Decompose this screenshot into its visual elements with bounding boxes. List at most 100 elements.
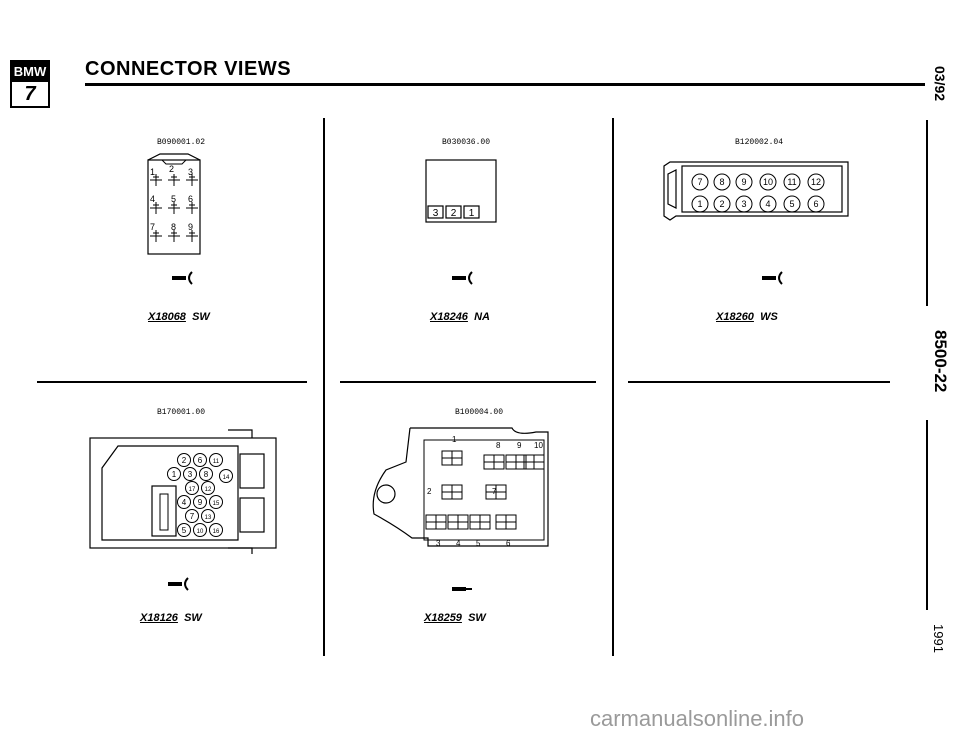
pin-label: 7 xyxy=(492,487,497,496)
pin-label: 11 xyxy=(213,459,220,465)
bmw-logo-text: BMW xyxy=(12,62,48,82)
terminal-shape xyxy=(524,455,544,469)
pin-label: 15 xyxy=(213,501,220,507)
connector-id: X18259 xyxy=(424,612,462,624)
pin-circle xyxy=(735,173,753,191)
pin-circle xyxy=(193,453,207,467)
pin-label: 6 xyxy=(813,199,818,209)
wire-color: SW xyxy=(184,612,202,624)
pin-label: 6 xyxy=(506,539,511,548)
pin-circle xyxy=(185,509,199,523)
terminal-shape xyxy=(484,455,504,469)
page-number: 8500-22 xyxy=(931,330,950,393)
pin-circle xyxy=(167,467,181,481)
terminal-shape xyxy=(486,485,506,499)
pin-circle xyxy=(759,173,777,191)
connector-code: B170001.00 xyxy=(157,408,206,417)
pin-label: 11 xyxy=(787,177,796,187)
pin-circle xyxy=(783,195,801,213)
plug-symbol-icon xyxy=(452,271,473,285)
pin-label: 12 xyxy=(205,487,212,493)
pin-label: 1 xyxy=(172,470,177,479)
terminal-shape xyxy=(496,515,516,529)
pin-label: 4 xyxy=(182,498,187,507)
connector-label: X18068 SW xyxy=(148,311,210,323)
pin-circle xyxy=(201,509,215,523)
connector-diagram-x18068: 1 2 3 4 5 6 7 8 9 xyxy=(147,153,201,255)
pin-circle xyxy=(209,523,223,537)
pin-label: 1 xyxy=(469,208,475,219)
pin-label: 6 xyxy=(198,456,203,465)
margin-rule xyxy=(926,420,928,610)
bmw-logo: BMW 7 xyxy=(10,60,50,108)
pin-circle xyxy=(193,495,207,509)
pin-label: 10 xyxy=(763,177,773,187)
wire-color: SW xyxy=(192,311,210,323)
connector-label: X18246 NA xyxy=(430,311,490,323)
pin-label: 10 xyxy=(534,441,543,450)
pin-label: 8 xyxy=(204,470,209,479)
plug-symbol-icon xyxy=(168,577,189,591)
pin-label: 5 xyxy=(182,526,187,535)
pin-circle xyxy=(199,467,213,481)
connector-diagram-x18246: 3 2 1 xyxy=(425,159,497,223)
watermark: carmanualsonline.info xyxy=(590,706,805,731)
pin-label: 9 xyxy=(198,498,203,507)
pin-label: 1 xyxy=(452,435,457,444)
pin-label: 3 xyxy=(188,470,193,479)
row-divider-1 xyxy=(37,381,307,383)
pin-circle xyxy=(783,173,801,191)
terminal-shape xyxy=(150,174,162,186)
pin-circle xyxy=(735,195,753,213)
row-divider-3 xyxy=(628,381,890,383)
pin-circle xyxy=(177,453,191,467)
terminal-shape xyxy=(186,174,198,186)
pin-label: 14 xyxy=(223,475,230,481)
pin-circle xyxy=(193,523,207,537)
pin-label: 7 xyxy=(190,512,195,521)
pin-label: 8 xyxy=(496,441,501,450)
wire-color: NA xyxy=(474,311,490,323)
terminal-shape xyxy=(168,230,180,242)
pin-label: 3 xyxy=(188,167,193,177)
pin-label: 8 xyxy=(171,222,176,232)
terminal-shape xyxy=(186,230,198,242)
pin-label: 9 xyxy=(517,441,522,450)
wire-color: WS xyxy=(760,311,778,323)
pin-label: 5 xyxy=(171,194,176,204)
pin-label: 3 xyxy=(433,208,439,219)
terminal-shape xyxy=(442,451,462,465)
pin-circle xyxy=(713,195,731,213)
pin-circle xyxy=(807,173,825,191)
terminal-shape xyxy=(426,515,446,529)
connector-label: X18126 SW xyxy=(140,612,202,624)
pin-label: 13 xyxy=(205,515,212,521)
title-rule xyxy=(85,83,925,86)
pin-label: 16 xyxy=(213,529,220,535)
row-divider-2 xyxy=(340,381,596,383)
connector-id: X18260 xyxy=(716,311,754,323)
pin-label: 9 xyxy=(188,222,193,232)
connector-label: X18259 SW xyxy=(424,612,486,624)
pin-label: 7 xyxy=(697,177,702,187)
pin-label: 8 xyxy=(719,177,724,187)
pin-circle xyxy=(201,481,215,495)
plug-symbol-icon xyxy=(172,271,193,285)
pin-circle xyxy=(185,481,199,495)
pin-circle xyxy=(177,523,191,537)
pin-label: 12 xyxy=(811,177,821,187)
pin-label: 1 xyxy=(697,199,702,209)
terminal-shape xyxy=(442,485,462,499)
pin-label: 1 xyxy=(150,167,155,177)
date-code: 03/92 xyxy=(932,66,948,102)
pin-circle xyxy=(713,173,731,191)
connector-id: X18126 xyxy=(140,612,178,624)
terminal-shape xyxy=(506,455,526,469)
pin-circle xyxy=(807,195,825,213)
column-divider-1 xyxy=(323,118,325,656)
connector-code: B100004.00 xyxy=(455,408,504,417)
pin-circle xyxy=(691,173,709,191)
pin-label: 4 xyxy=(150,194,155,204)
